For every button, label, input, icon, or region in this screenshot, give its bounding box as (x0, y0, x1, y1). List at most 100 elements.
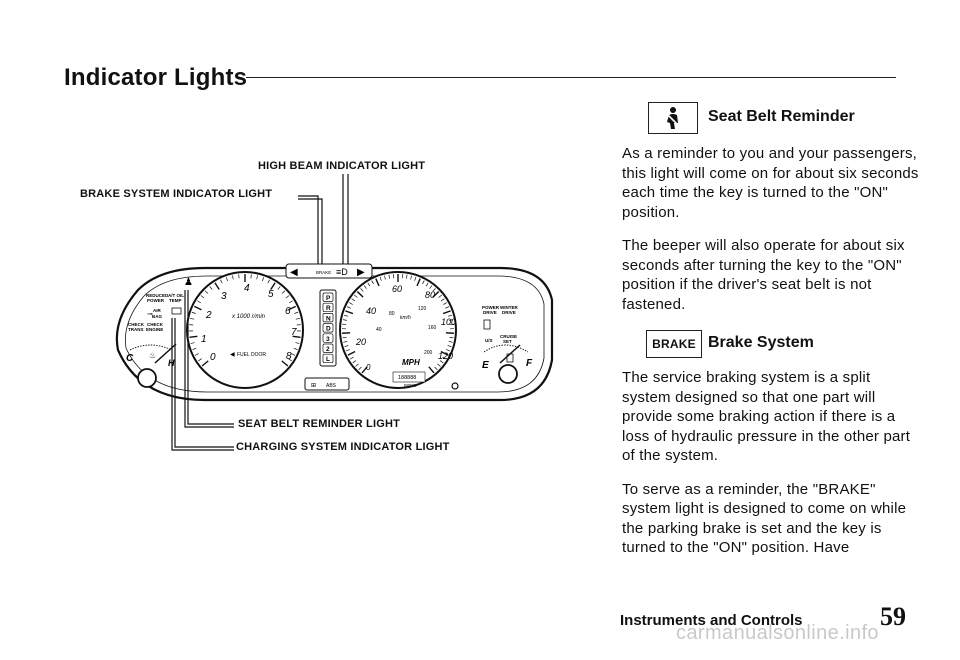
kmh-label-200: 200 (424, 350, 433, 356)
gauge-tick (214, 282, 220, 290)
leader-lines (171, 174, 349, 451)
gauge-tick (197, 300, 201, 304)
gauge-tick (295, 342, 300, 344)
gauge-tick (388, 274, 390, 279)
gauge-tick (232, 275, 234, 280)
fuel-warning-icon (483, 319, 491, 330)
gauge-tick (343, 314, 348, 317)
mph-label-100: 100 (441, 317, 456, 327)
brake-section-title: Brake System (708, 334, 814, 351)
gauge-tick (349, 302, 353, 305)
gear-box (322, 353, 334, 364)
gear-letter: 2 (326, 346, 330, 353)
gauge-tick (198, 358, 202, 362)
gauge-tick (448, 341, 453, 343)
gauge-tick (432, 288, 436, 292)
page-number: 59 (880, 602, 906, 631)
gauge-tick (288, 358, 292, 362)
gauge-tick (201, 360, 209, 367)
abs-label: ABS (326, 383, 337, 389)
gauge-tick (191, 311, 196, 314)
gauge-tick (442, 356, 447, 360)
tach-label-0: 0 (210, 352, 216, 363)
mph-label-60: 60 (392, 284, 402, 294)
tach-label-4: 4 (244, 283, 250, 294)
page-title: Indicator Lights (64, 64, 248, 91)
seat-belt-icon (667, 107, 679, 129)
mph-label-20: 20 (355, 337, 366, 347)
gauge-tick (209, 286, 213, 290)
gauge-tick (342, 336, 347, 339)
gauge-tick (449, 319, 454, 321)
gauge-tick (190, 342, 195, 344)
high-beam-icon: ≡D (336, 267, 348, 277)
mph-unit: MPH (402, 358, 420, 367)
brake-symbol-text: BRAKE (652, 337, 696, 351)
gauge-tick (190, 318, 195, 320)
gauge-tick (422, 280, 425, 285)
gauge-tick (356, 291, 364, 298)
gear-box (322, 292, 334, 302)
gauge-tick (220, 279, 223, 284)
title-rule (246, 77, 896, 78)
gauge-tick (447, 345, 452, 348)
cruise-set-label-1: CRUISE (500, 334, 517, 339)
abs-indicator: ⊞ ABS (304, 377, 350, 391)
gauge-tick (448, 314, 453, 317)
gear-box (322, 313, 334, 323)
seat-belt-small-icon: ♟ (184, 277, 193, 288)
seat-belt-paragraph-1: As a reminder to you and your passengers… (622, 145, 919, 221)
gauge-tick (425, 282, 429, 287)
gauge-tick (200, 295, 205, 299)
brake-symbol-box: BRAKE (646, 330, 702, 358)
fuel-door-arrow-icon: ◀ (230, 352, 235, 358)
gauge-tick (204, 290, 209, 294)
gauge-tick (192, 347, 197, 350)
footer-section-title: Instruments and Controls (620, 612, 803, 629)
gauge-tick (434, 366, 438, 371)
cluster-inner-rim (125, 275, 545, 393)
oil-can-icon: ⊸ (147, 311, 153, 318)
trip-reset-knob (451, 382, 459, 390)
speedometer-ticks (342, 274, 454, 374)
callout-seat-belt: SEAT BELT REMINDER LIGHT (238, 418, 401, 430)
mph-label-0: 0 (366, 363, 371, 372)
left-warning-lights: ♟ REDUCED POWER A/T OIL TEMP ⊸ AIR BAG C… (128, 277, 193, 332)
brake-leader-2 (298, 198, 323, 264)
seat-belt-symbol-box (648, 102, 698, 134)
temperature-gauge: C H ♨ (126, 343, 177, 388)
tach-label-2: 2 (205, 310, 212, 321)
gear-letter: 3 (326, 336, 330, 343)
gauge-tick (270, 282, 276, 290)
check-trans-label-1: CHECK (128, 322, 145, 327)
trip-value: 88888 (404, 383, 417, 388)
gauge-tick (345, 310, 354, 315)
gear-box (322, 323, 334, 333)
gauge-tick (194, 353, 199, 356)
charging-battery-icon (171, 307, 182, 315)
seat-belt-leader (187, 290, 234, 425)
speedometer: 0 20 40 60 80 100 120 40 80 120 160 200 … (339, 271, 457, 389)
seat-belt-section-title: Seat Belt Reminder (708, 108, 855, 125)
gauge-tick (438, 294, 442, 298)
gauge-tick (292, 335, 301, 339)
brake-paragraph-1: The service braking system is a split sy… (622, 369, 911, 464)
fuel-empty-label: E (482, 360, 489, 371)
brake-paragraph-2: To serve as a reminder, the "BRAKE" syst… (622, 480, 907, 557)
seat-belt-leader-2 (184, 290, 234, 428)
seat-belt-section-header: Seat Belt Reminder (622, 100, 922, 144)
gauge-tick (449, 336, 454, 339)
gear-letter: P (326, 295, 331, 302)
at-oil-temp-label-1: A/T OIL (168, 293, 184, 298)
cluster-housing (115, 266, 554, 402)
gauge-tick (375, 278, 380, 287)
tach-label-6: 6 (285, 306, 291, 317)
gauge-tick (445, 306, 450, 309)
right-indicator-block: POWER DRIVE WINTER DRIVE U/S CRUISE SET (482, 305, 518, 344)
mph-label-120: 120 (438, 351, 453, 361)
mph-label-40: 40 (366, 306, 376, 316)
gauge-tick (342, 319, 347, 321)
thermometer-icon: ♨ (149, 351, 156, 360)
